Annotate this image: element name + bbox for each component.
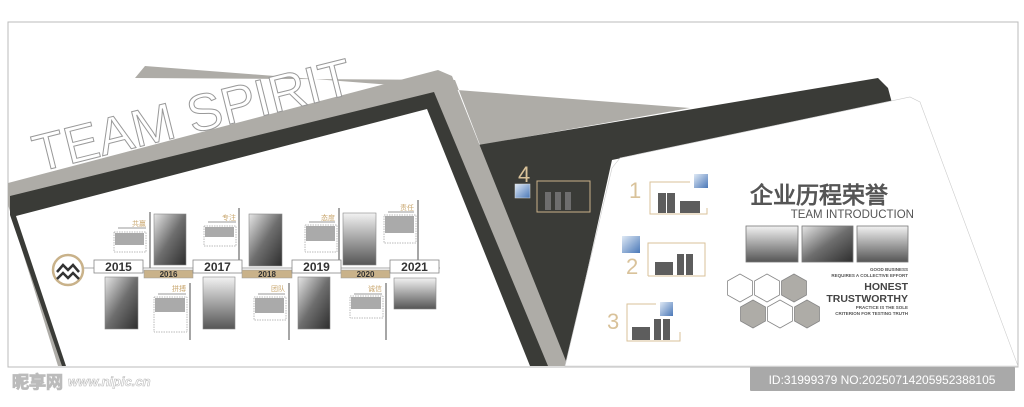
year-2018: 2018	[258, 270, 276, 279]
middle-dark-shape	[478, 78, 892, 366]
year-box-2019	[291, 259, 342, 274]
slogan-bottom-1: PRACTICE IS THE SOLE	[856, 305, 908, 310]
year-box-2018	[241, 269, 293, 279]
back-gray-shape	[135, 66, 690, 145]
year-2021: 2021	[401, 260, 428, 274]
year-box-2016	[143, 269, 194, 279]
slogan-top-2: REQUIRES A COLLECTIVE EFFORT	[831, 273, 908, 278]
honor-frame	[626, 303, 681, 342]
honor-number-1: 1	[629, 178, 641, 203]
photo-2021	[393, 277, 437, 310]
honors-photo-3	[856, 225, 909, 263]
year-2015: 2015	[105, 260, 132, 274]
milestone-label: 团队	[271, 284, 285, 293]
year-2020: 2020	[357, 270, 375, 279]
honor-number-4: 4	[518, 162, 530, 187]
milestone-label: 责任	[400, 203, 414, 212]
company-logo	[51, 253, 85, 287]
photo-2018	[248, 213, 283, 267]
honor-3: 3	[607, 302, 681, 342]
year-2019: 2019	[303, 260, 330, 274]
honor-frame	[649, 181, 708, 215]
honors-title: 企业历程荣誉	[749, 182, 889, 209]
honor-number-3: 3	[607, 309, 619, 334]
honor-photo	[622, 236, 640, 253]
honor-2: 2	[622, 236, 706, 279]
year-box-2021	[389, 259, 440, 274]
milestone-top-3: 态度	[304, 208, 340, 260]
photo-2015	[104, 276, 139, 330]
milestone-top-4: 责任	[383, 200, 419, 260]
honors-photo-1	[745, 225, 799, 263]
slogan-main-1: HONEST	[864, 281, 908, 293]
hexagon-cluster	[727, 273, 820, 329]
milestone-label: 态度	[321, 213, 335, 222]
photo-2019	[297, 276, 331, 330]
year-box-2017	[192, 259, 243, 274]
milestone-bottom-2: 团队	[253, 283, 290, 340]
milestone-label: 专注	[222, 213, 236, 222]
year-box-2020	[340, 269, 391, 279]
photo-2016	[153, 213, 187, 266]
photo-2020	[342, 212, 377, 266]
honor-number-2: 2	[626, 254, 638, 279]
honor-1: 1	[629, 174, 708, 215]
honors-subtitle: TEAM INTRODUCTION	[791, 209, 914, 221]
watermark: 昵享网 www.nipic.cn ID:31999379 NO:20250714…	[12, 367, 1015, 393]
milestone-top-2: 专注	[203, 208, 240, 260]
honor-4: 4	[514, 162, 591, 213]
milestone-bottom-1: 拼搏	[153, 283, 191, 340]
milestone-bottom-3: 诚信	[349, 283, 387, 340]
year-2017: 2017	[204, 260, 231, 274]
honor-photo	[514, 183, 531, 199]
honors-photo-2	[801, 225, 854, 263]
milestone-label: 共赢	[132, 219, 146, 228]
slogan-top-1: GOOD BUSINESS	[870, 267, 908, 272]
milestone-label: 诚信	[368, 284, 382, 293]
year-box-2015	[93, 259, 144, 274]
milestone-top-1: 共赢	[113, 212, 151, 268]
watermark-id-text: ID:31999379 NO:20250714205952388105	[769, 373, 996, 387]
watermark-site-url: www.nipic.cn	[68, 374, 151, 389]
timeline: 2015 2016 2017 2018 2019 2020 2021 共赢	[51, 200, 440, 340]
honor-photo	[660, 302, 673, 316]
photo-2017	[202, 276, 236, 330]
watermark-id-box	[750, 367, 1015, 391]
honor-frame	[647, 242, 706, 277]
honor-frame	[536, 180, 591, 213]
honor-photo	[694, 174, 708, 188]
slogan-bottom-2: CRITERION FOR TESTING TRUTH	[835, 311, 908, 316]
milestone-label: 拼搏	[172, 284, 186, 293]
slogan-main-2: TRUSTWORTHY	[826, 293, 908, 305]
watermark-site-name: 昵享网	[12, 372, 63, 393]
year-2016: 2016	[160, 270, 178, 279]
